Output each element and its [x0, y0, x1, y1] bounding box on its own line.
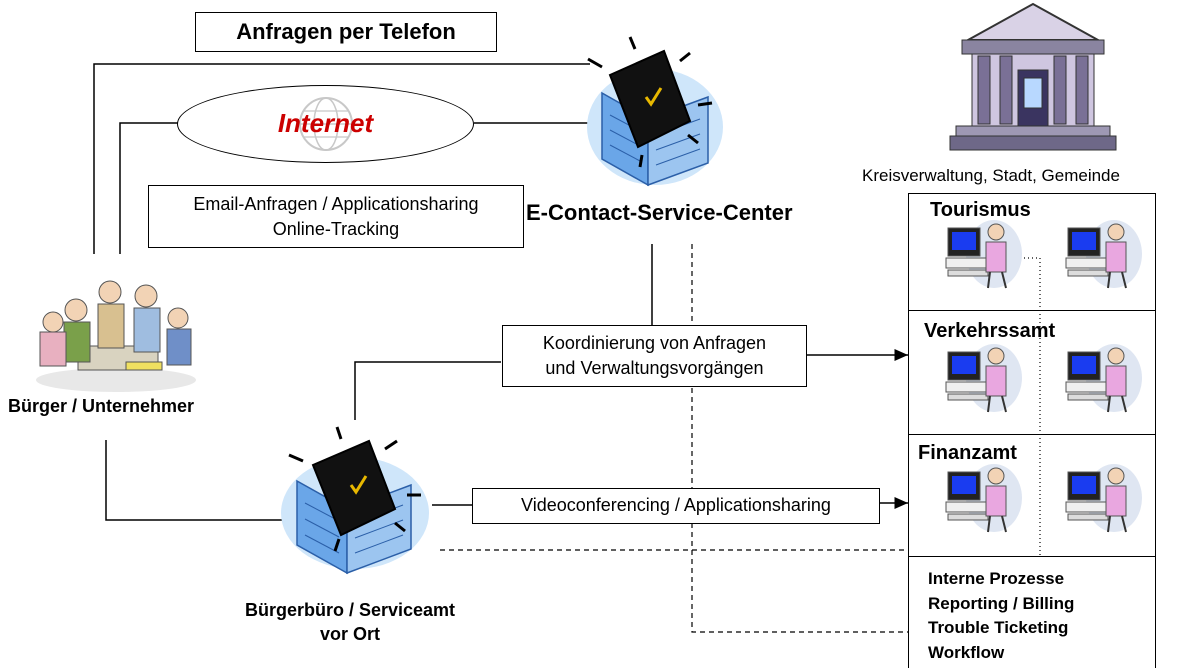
videoconferencing-box: Videoconferencing / Applicationsharing	[472, 488, 880, 524]
administration-label: Kreisverwaltung, Stadt, Gemeinde	[862, 166, 1120, 185]
workstation-icon	[1065, 220, 1142, 289]
internal-process-item: Reporting / Billing	[928, 593, 1075, 613]
internet-ellipse: Internet	[177, 85, 474, 163]
local-office-label: Bürgerbüro / Serviceamt vor Ort	[200, 598, 500, 646]
email-inquiries-box: Email-Anfragen / Applicationsharing Onli…	[148, 185, 524, 248]
citizen-group-icon	[36, 280, 196, 392]
department-finanzamt-label: Finanzamt	[918, 442, 1017, 464]
workstation-icon	[1065, 344, 1142, 413]
coordination-line2: und Verwaltungsvorgängen	[545, 358, 764, 378]
internal-process-item: Trouble Ticketing	[928, 618, 1069, 637]
workstation-icon	[945, 220, 1022, 289]
workstation-icon	[945, 464, 1022, 533]
department-divider-1	[909, 310, 1155, 311]
internet-label: Internet	[277, 108, 374, 138]
department-dotted-link	[1000, 257, 1041, 558]
email-inquiries-line1: Email-Anfragen / Applicationsharing	[193, 194, 479, 214]
internet-connector-left	[119, 122, 178, 254]
workstation-icon	[945, 344, 1022, 413]
phone-inquiries-label: Anfragen per Telefon	[195, 12, 497, 52]
coordination-line1: Koordinierung von Anfragen	[542, 333, 767, 353]
internal-process-item: Interne Prozesse	[928, 569, 1065, 588]
citizen-label: Bürger / Unternehmer	[8, 396, 195, 416]
citizen-office-connector	[105, 440, 285, 521]
service-center-label: E-Contact-Service-Center	[526, 200, 793, 225]
email-inquiries-line2: Online-Tracking	[272, 219, 400, 239]
departments-panel	[908, 193, 1156, 668]
phone-connector	[93, 63, 590, 254]
department-divider-2	[909, 434, 1155, 435]
globe-icon	[299, 97, 353, 151]
department-divider-3	[909, 556, 1155, 557]
local-office-line1: Bürgerbüro / Serviceamt	[244, 600, 456, 620]
internal-processes-list: Interne Prozesse Reporting / Billing Tro…	[928, 567, 1074, 665]
coordination-box: Koordinierung von Anfragen und Verwaltun…	[502, 325, 807, 387]
videoconferencing-text: Videoconferencing / Applicationsharing	[521, 495, 831, 515]
dashed-center-connector	[691, 244, 908, 633]
local-office-building-icon	[281, 426, 429, 575]
phone-inquiries-text: Anfragen per Telefon	[236, 19, 456, 44]
internal-process-item: Workflow	[928, 642, 1005, 662]
department-tourismus-label: Tourismus	[930, 199, 1031, 221]
office-coordination-connector	[354, 361, 501, 420]
department-verkehrsamt-label: Verkehrssamt	[924, 320, 1056, 342]
government-building-icon	[949, 2, 1117, 151]
workstation-icon	[1065, 464, 1142, 533]
service-center-building-icon	[587, 36, 723, 187]
local-office-line2: vor Ort	[319, 624, 380, 644]
